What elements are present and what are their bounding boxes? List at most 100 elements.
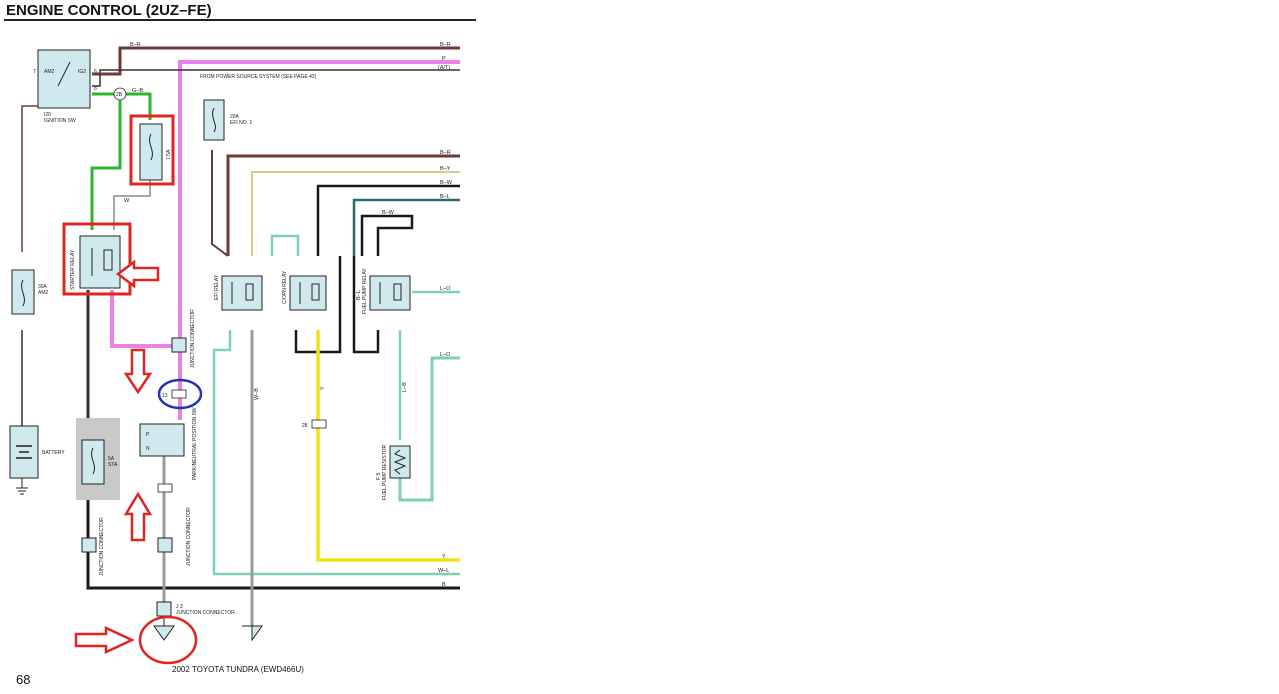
label-bl: B–L [440,194,450,200]
battery-label: BATTERY [42,450,65,456]
fuel-pump-resistor: F 5 FUEL PUMP RESISTOR [376,444,411,500]
j3-code: J 3 [176,604,183,610]
j7-connector [157,537,173,553]
am2-fuse-rating: 30A [38,284,48,290]
sta-fuse-name: STA [108,462,118,468]
battery: BATTERY [9,425,65,479]
wire-w [113,180,151,230]
wire-lo-bottom [398,356,460,502]
footer-source: 2002 TOYOTA TUNDRA (EWD466U) [172,665,304,674]
label-bw: B–W [440,180,453,186]
red-arrow-relay [115,259,160,289]
page-title: ENGINE CONTROL (2UZ–FE) [6,2,212,19]
j3-name: JUNCTION CONNECTOR [176,610,235,616]
starter-relay-name: STARTER RELAY [70,249,76,290]
wire-at-top [92,69,460,87]
connector-28-label: 28 [302,423,308,429]
fuel-pump-resistor-code: F 5 [376,473,382,480]
label-by: B–Y [440,166,451,172]
connector-2b [113,87,127,101]
c-opn-relay-name: C/OPN RELAY [282,270,288,304]
label-y: Y [442,554,446,560]
efi-fuse: 20A EFI NO. 1 [203,99,252,141]
circuit-opening-relay: C/OPN RELAY [282,270,327,311]
wire-wl [270,234,300,256]
park-position-label: P [146,432,150,438]
neutral-position-label: N [146,446,150,452]
ignition-pin-7: 7 [33,69,36,75]
power-source-note: FROM POWER SOURCE SYSTEM (SEE PAGE 42) [200,74,317,80]
efi-fuse-rating: 20A [230,114,240,120]
connector-2b-label: 2B [116,92,123,98]
label-lb: L–B [402,382,408,392]
connector-13 [171,389,187,399]
efi-fuse-name: EFI NO. 1 [230,120,252,126]
label-wl: W–L [438,568,449,574]
fuel-pump-relay: FUEL PUMP RELAY [362,268,411,314]
wire-b-bottom [86,500,460,590]
j3-connector [156,601,172,617]
red-arrow-down [123,348,153,395]
ignition-am2-label: AM2 [44,69,55,75]
j4-name: JUNCTION CONNECTOR [190,309,196,368]
connector-28 [311,419,327,429]
fuel-pump-resistor-name: FUEL PUMP RESISTOR [382,444,388,500]
sta-fuse: 5A STA [81,439,118,485]
title-rule [4,19,476,21]
j4-connector [171,337,187,353]
wire-br-right [226,154,460,256]
label-bl2: B–L [356,290,362,300]
wire-efi-down [211,150,229,257]
label-wb: W–B [254,388,260,400]
sta-fuse-rating: 5A [108,456,115,462]
page-number: 68 [16,672,31,687]
efi-relay-name: EFI RELAY [214,274,220,300]
wire-p-main [178,60,460,420]
j6-name: JUNCTION CONNECTOR [99,517,105,576]
park-neutral-switch: P N PARK/NEUTRAL POSITION SW [139,407,198,480]
ignition-ig2-label: IG2 [78,69,86,75]
wire-wl-bottom [212,330,460,576]
highlight-box-starter-relay [62,222,132,296]
label-w: W [124,198,130,204]
highlight-box-st-fuse [129,114,175,186]
battery-ground-icon [16,478,28,495]
j7-name: JUNCTION CONNECTOR [186,507,192,566]
wire-by [251,171,460,256]
wire-bw-right [316,184,460,256]
wire-gb-down [90,94,122,230]
wire-p-relay [110,290,180,348]
am2-fuse-name: AM2 [38,290,49,296]
ignition-pin-8: 8 [94,86,97,92]
label-y-vert: Y [320,386,326,390]
label-br-right: B–R [440,150,451,156]
ignition-switch: AM2 IG2 7 6 8 I20 IGNITION SW [33,49,97,124]
ground-icon-efi [242,625,263,642]
label-b: B [442,582,446,588]
wire-br-top [92,46,460,76]
ignition-pin-6: 6 [94,69,97,75]
label-at-end: (A/T) [438,65,450,71]
connector-13-label: 13 [162,393,168,399]
wire-am2-left [21,105,40,252]
st-fuse: 7.5A [139,123,172,181]
starter-relay: STARTER RELAY [70,235,121,290]
label-gb: G–B [132,88,143,94]
red-arrow-ground [74,626,135,654]
connector-p1-out [157,483,173,493]
am2-fuse: 30A AM2 [11,269,49,315]
label-bw2: B–W [382,210,395,216]
wire-y [316,330,460,562]
st-fuse-rating: 7.5A [166,149,172,160]
highlight-circle-ground [138,615,198,665]
red-arrow-up [123,491,153,542]
wire-b-loop2 [352,256,380,354]
label-p-end: P [442,56,446,62]
wire-gb [92,92,152,120]
fuel-pump-relay-name: FUEL PUMP RELAY [362,268,368,314]
ignition-code: I20 [44,112,51,118]
wire-bw-loop [360,214,414,256]
ignition-name: IGNITION SW [44,118,76,124]
park-neutral-name: PARK/NEUTRAL POSITION SW [192,407,198,480]
